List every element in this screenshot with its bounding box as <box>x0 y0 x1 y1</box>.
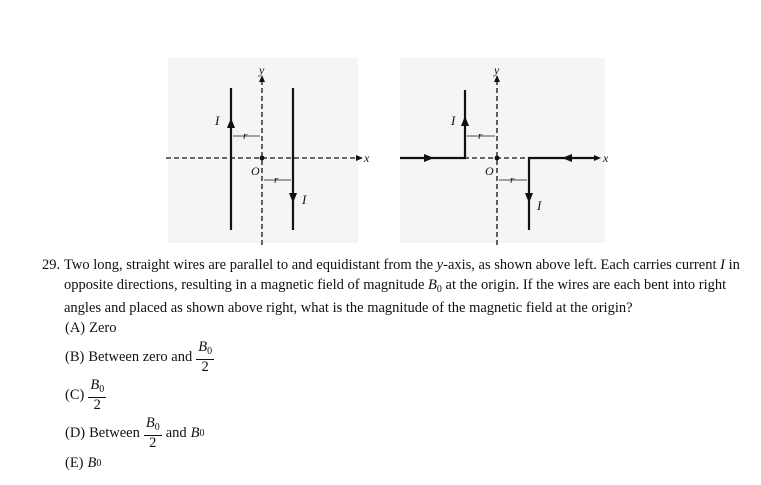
right-wire-2-arrow-vertical <box>525 193 533 203</box>
question-var-current: I <box>720 257 725 273</box>
question-text-2: -axis, as shown above left. Each carries… <box>443 257 721 273</box>
choice-b-fraction: B0 2 <box>196 339 215 375</box>
left-wire-1-arrow <box>227 118 235 128</box>
right-current-label-1: I <box>450 113 456 128</box>
choice-d-text: Between <box>89 425 140 441</box>
right-figure-background <box>400 58 605 243</box>
choice-a-letter: (A) <box>65 320 86 336</box>
left-figure-background <box>168 58 358 243</box>
right-wire-2-arrow-horizontal <box>562 154 572 162</box>
question-var-y: y <box>436 257 444 273</box>
right-y-label: y <box>493 63 500 77</box>
question-text-4: at the origin. If the wires are each ben… <box>64 276 727 317</box>
left-current-label-2: I <box>301 192 307 207</box>
question-text-1: Two long, straight wires are parallel to… <box>64 257 437 273</box>
choice-a-text: Zero <box>89 320 117 336</box>
choice-d-letter: (D) <box>65 425 86 441</box>
choice-d-fraction: B0 2 <box>143 415 162 451</box>
choice-d-end-var: B <box>190 425 200 441</box>
choice-b[interactable]: (B) Between zero and B0 2 <box>65 340 218 375</box>
right-origin-label: O <box>485 164 494 178</box>
question-var-b-sub: 0 <box>436 283 442 295</box>
right-wire-1-arrow-horizontal <box>424 154 434 162</box>
right-wire-2 <box>527 156 598 230</box>
question-block: 29. Two long, straight wires are paralle… <box>42 256 747 319</box>
question-number: 29. <box>42 257 61 273</box>
choice-d-and: and <box>165 425 187 441</box>
choice-c-letter: (C) <box>65 387 85 403</box>
choice-b-num-sub: 0 <box>207 346 213 357</box>
question-text-3: in opposite directions, resulting in a m… <box>64 257 740 293</box>
left-y-axis-arrowhead <box>259 75 265 82</box>
choice-e-sub: 0 <box>96 458 102 469</box>
left-y-label: y <box>258 63 265 77</box>
right-y-axis-arrowhead <box>494 75 500 82</box>
left-x-label: x <box>363 151 370 165</box>
left-diagram: y x O r r I I <box>166 63 370 245</box>
magnetic-field-figure: y x O r r I I y x O r r I I <box>166 58 609 245</box>
left-current-label-1: I <box>214 113 220 128</box>
choice-c-num-sub: 0 <box>99 384 105 395</box>
right-origin-dot <box>494 155 500 161</box>
choice-d-den: 2 <box>149 435 157 451</box>
right-wire-1 <box>400 90 467 160</box>
right-r-label-2: r <box>510 174 515 186</box>
left-origin-label: O <box>251 164 260 178</box>
choice-d-end-sub: 0 <box>199 428 205 439</box>
right-x-label: x <box>602 151 609 165</box>
choice-b-num-var: B <box>198 339 208 355</box>
choice-c-fraction: B0 2 <box>88 377 107 413</box>
choice-a[interactable]: (A) Zero <box>65 320 117 337</box>
right-current-label-2: I <box>536 198 542 213</box>
left-wire-2-arrow <box>289 193 297 203</box>
choice-e-var: B <box>87 455 97 471</box>
right-diagram: y x O r r I I <box>400 63 609 245</box>
choice-b-letter: (B) <box>65 349 85 365</box>
choice-c-den: 2 <box>93 397 101 413</box>
left-r-label-2: r <box>274 174 279 186</box>
left-r-label-1: r <box>243 130 248 142</box>
left-x-axis-arrowhead <box>356 155 363 161</box>
question-stem: Two long, straight wires are parallel to… <box>64 256 747 319</box>
choice-b-text: Between zero and <box>88 349 193 365</box>
choice-c[interactable]: (C) B0 2 <box>65 378 110 413</box>
choice-c-num-var: B <box>90 377 100 393</box>
right-r-label-1: r <box>478 130 483 142</box>
choice-d-num-var: B <box>145 415 155 431</box>
question-var-b: B <box>428 276 437 293</box>
choice-b-den: 2 <box>201 359 209 375</box>
left-origin-dot <box>259 155 265 161</box>
choice-e-letter: (E) <box>65 455 84 471</box>
choice-d-num-sub: 0 <box>154 422 160 433</box>
right-wire-1-arrow-vertical <box>461 116 469 126</box>
